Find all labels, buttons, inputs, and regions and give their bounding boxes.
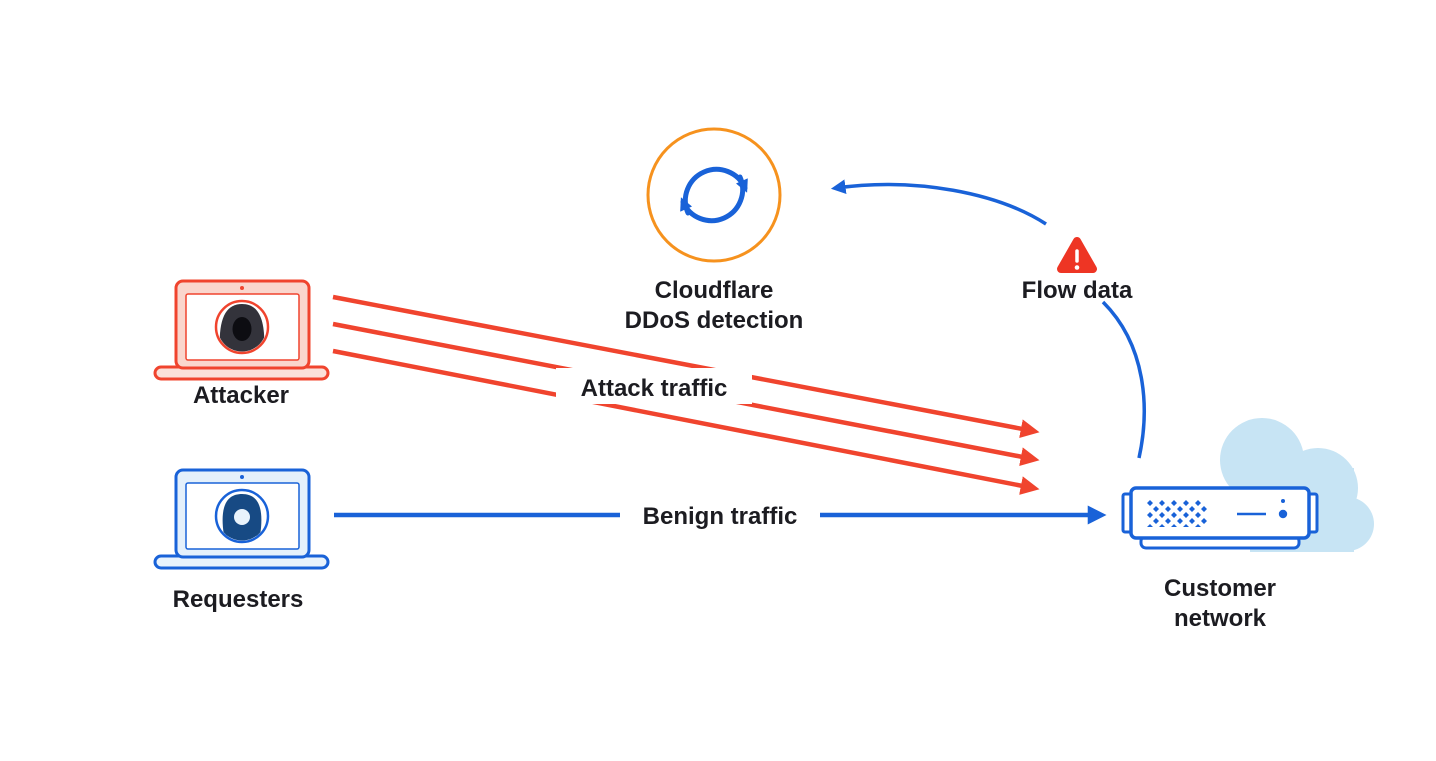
warning-icon bbox=[1057, 237, 1097, 273]
requester-laptop-camera bbox=[240, 475, 244, 479]
attacker-node: Attacker bbox=[153, 279, 330, 409]
attacker-face bbox=[232, 317, 252, 341]
server-led-large bbox=[1278, 509, 1288, 519]
flow-data-node: Flow data bbox=[1022, 237, 1133, 304]
cloudflare-label-line2: DDoS detection bbox=[625, 307, 804, 334]
flow-data-label: Flow data bbox=[1022, 277, 1133, 304]
attack-traffic-edge: Attack traffic bbox=[332, 294, 1040, 495]
attacker-laptop-camera bbox=[240, 286, 244, 290]
attack-arrow-3 bbox=[332, 348, 1040, 495]
flow-curve-lower bbox=[1101, 300, 1146, 459]
attacker-label: Attacker bbox=[193, 382, 289, 409]
attack-traffic-label-bg bbox=[556, 368, 752, 404]
customer-network-label-line2: network bbox=[1174, 605, 1267, 632]
benign-traffic-edge: Benign traffic bbox=[334, 496, 1107, 533]
requesters-label: Requesters bbox=[173, 586, 304, 613]
benign-traffic-label-bg bbox=[620, 496, 820, 533]
requester-face bbox=[234, 509, 250, 525]
flow-curve-upper bbox=[830, 179, 1047, 226]
requester-laptop-icon bbox=[153, 468, 330, 570]
benign-traffic-label: Benign traffic bbox=[643, 503, 798, 530]
attack-traffic-label: Attack traffic bbox=[581, 375, 728, 402]
customer-network-label-line1: Customer bbox=[1164, 575, 1276, 602]
cloudflare-label-line1: Cloudflare bbox=[655, 277, 774, 304]
sync-icon bbox=[680, 166, 748, 224]
attacker-laptop-icon bbox=[153, 279, 330, 381]
cloudflare-circle bbox=[646, 127, 782, 263]
flow-data-feed-edge bbox=[830, 179, 1146, 459]
attacker-avatar-figure bbox=[219, 304, 265, 352]
server-icon bbox=[1121, 486, 1319, 550]
server-led-small bbox=[1281, 499, 1285, 503]
server-checker-vents bbox=[1147, 500, 1207, 527]
cloudflare-node: Cloudflare DDoS detection bbox=[625, 127, 804, 334]
warning-exclamation-dot bbox=[1074, 265, 1080, 270]
requesters-node: Requesters bbox=[153, 468, 330, 613]
customer-network-node: Customer network bbox=[1121, 486, 1319, 632]
sync-arc-bottom bbox=[680, 174, 746, 224]
attack-arrow-1 bbox=[332, 294, 1040, 438]
